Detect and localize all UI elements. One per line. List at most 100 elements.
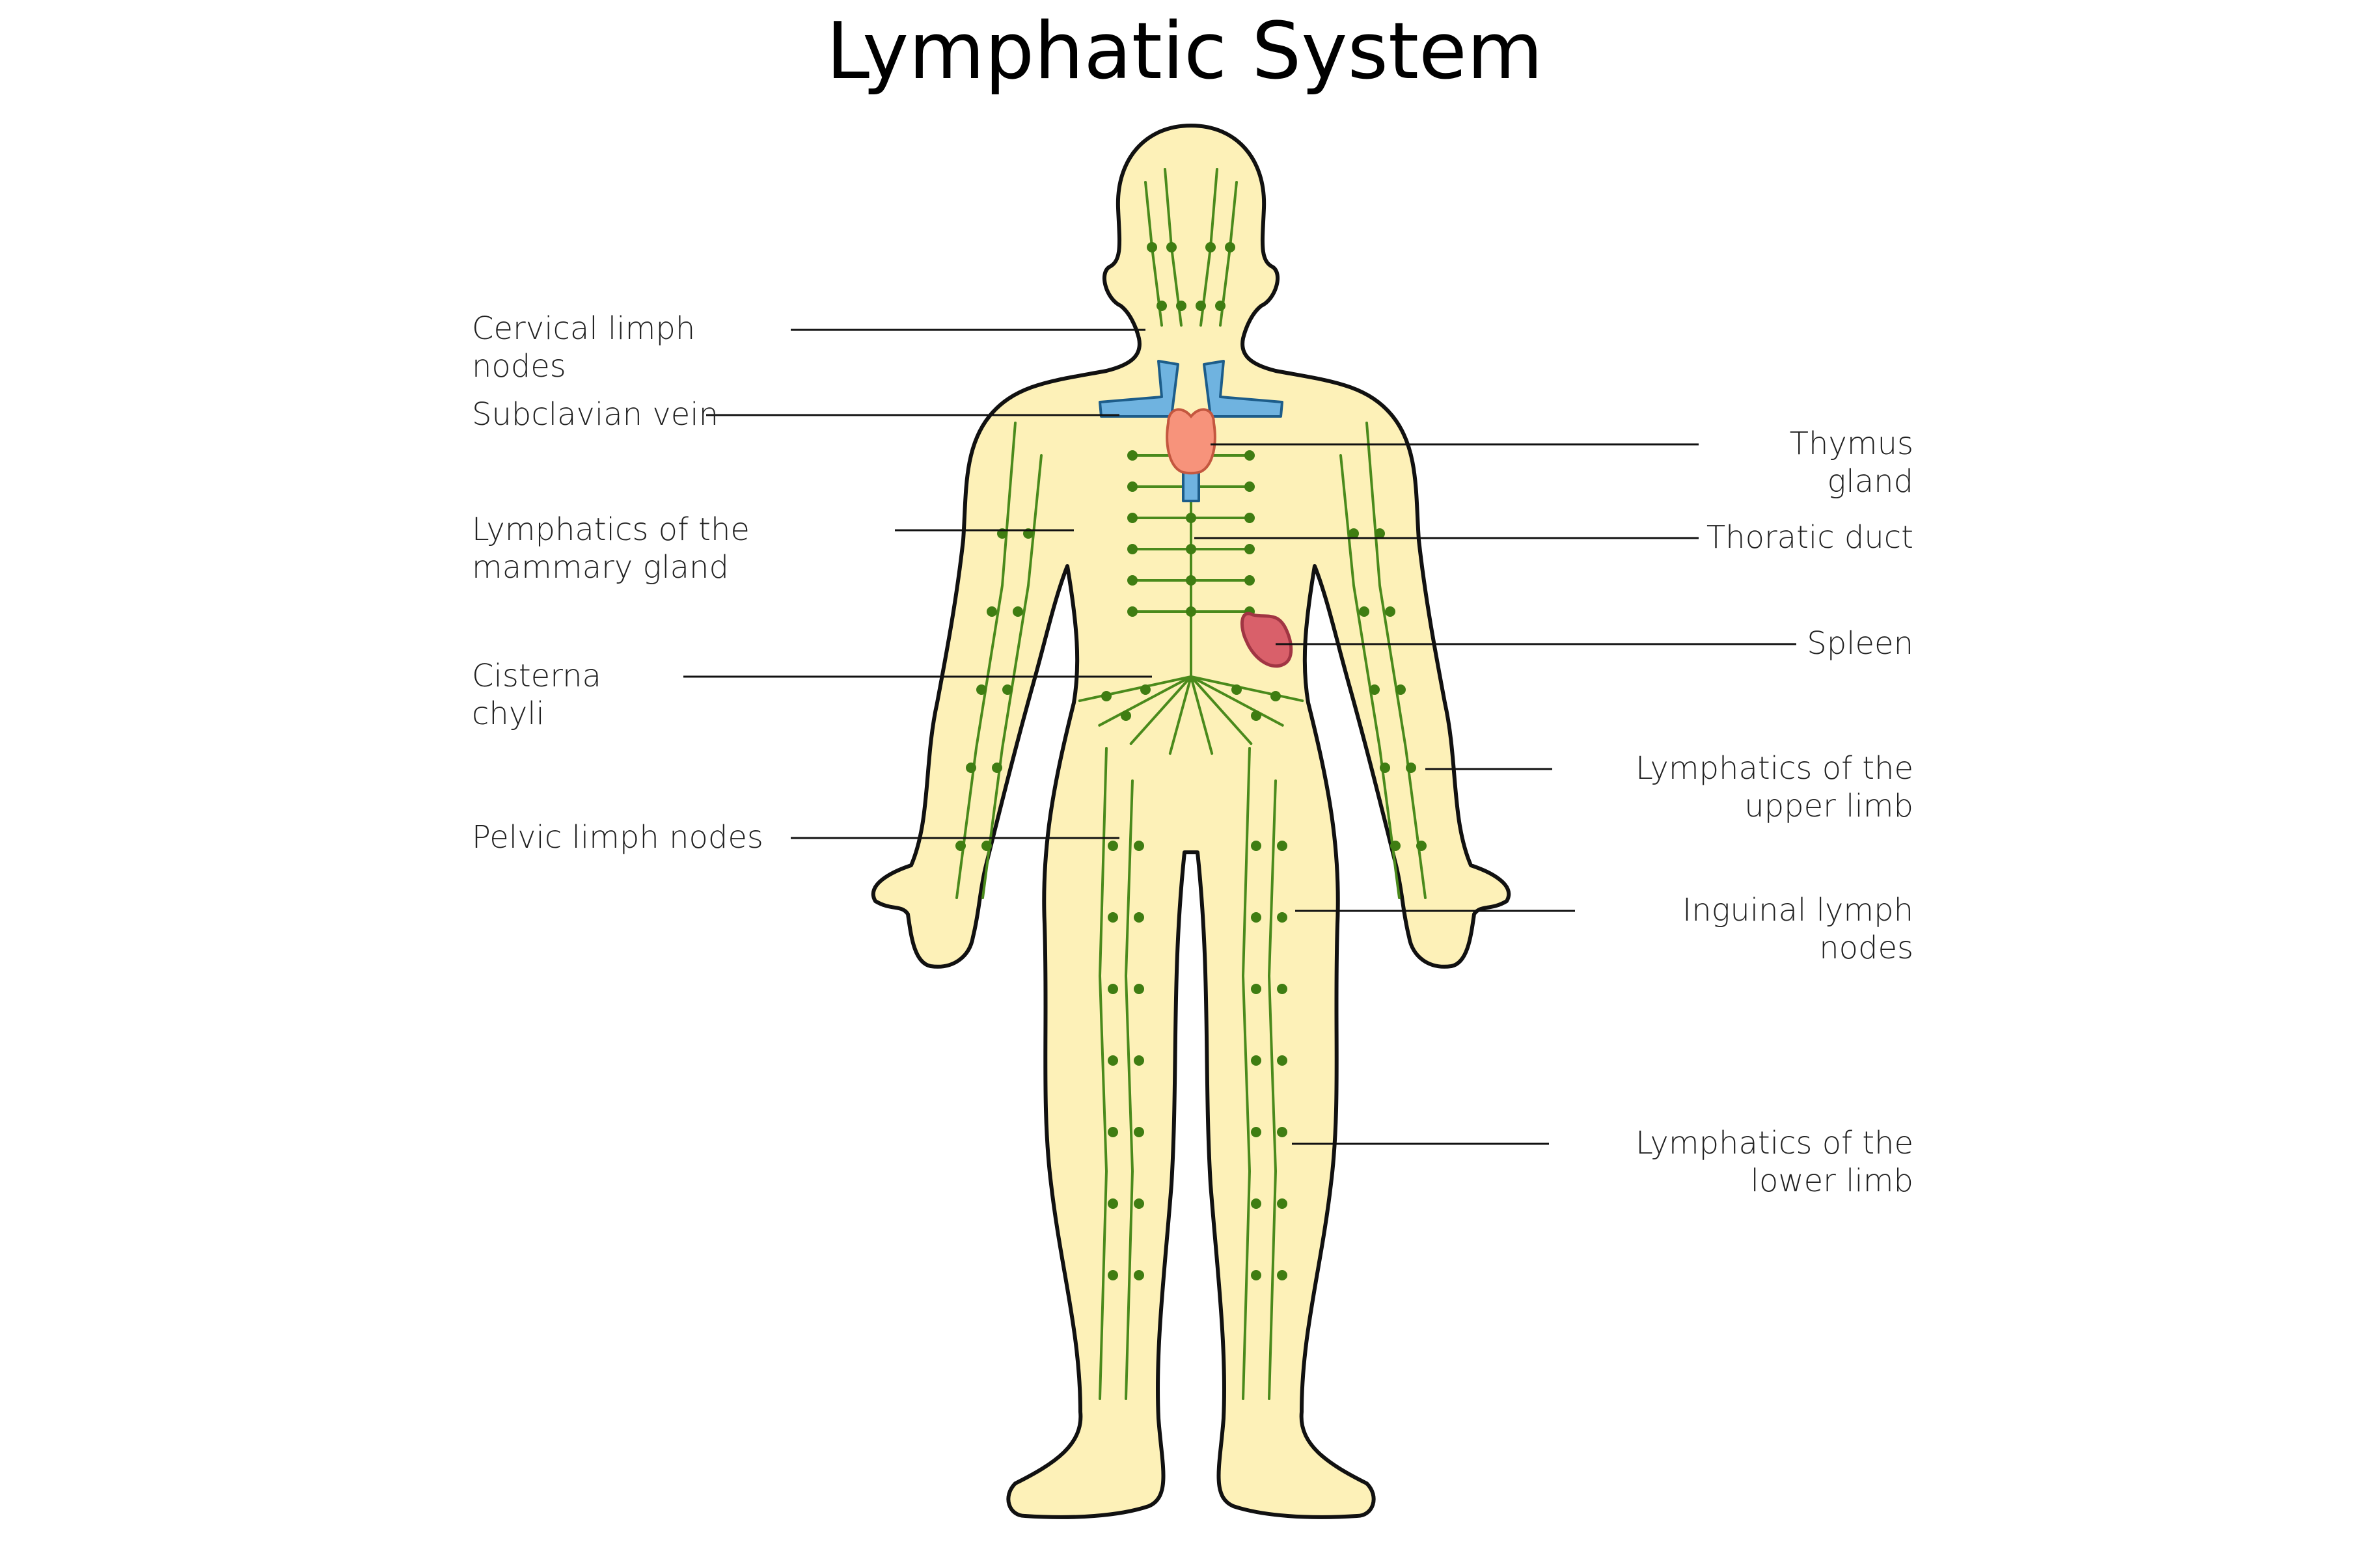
- lymph-node: [1127, 481, 1138, 492]
- lymph-node: [1251, 1270, 1261, 1280]
- lymph-vessel: [1190, 675, 1253, 746]
- lymph-node: [1277, 912, 1287, 923]
- lymph-node: [1277, 841, 1287, 851]
- lymph-node: [987, 606, 997, 617]
- label-inguinal-lymph-nodes: Inguinal lymph nodes: [1682, 892, 1913, 966]
- lymph-node: [1375, 528, 1385, 539]
- label-cervical-lymph-nodes: Cervical limph nodes: [472, 310, 696, 385]
- lymph-vessel: [1190, 675, 1214, 755]
- lymph-node: [1134, 1055, 1144, 1066]
- lymph-vessel: [1190, 675, 1284, 727]
- leader-lines: [683, 329, 1796, 1145]
- lymph-node: [1251, 841, 1261, 851]
- label-pelvic-limph-nodes: Pelvic limph nodes: [472, 819, 763, 856]
- lymph-node: [1108, 1055, 1118, 1066]
- lymph-vessel: [1078, 675, 1192, 703]
- lymph-node: [1013, 606, 1023, 617]
- lymph-vessel: [1098, 747, 1108, 1400]
- lymph-node: [1108, 1127, 1118, 1137]
- lymph-node: [1251, 1127, 1261, 1137]
- lymph-node: [1134, 912, 1144, 923]
- lymph-node: [1244, 513, 1255, 523]
- lymph-node: [1176, 301, 1186, 311]
- label-subclavian-vein: Subclavian vein: [472, 396, 719, 433]
- lymph-node: [1002, 684, 1013, 695]
- lymph-node: [1127, 544, 1138, 554]
- lymph-vessel: [1267, 779, 1278, 1400]
- lymph-node: [1186, 513, 1196, 523]
- lymph-vessel: [1124, 779, 1134, 1400]
- label-thoratic-duct: Thoratic duct: [1706, 519, 1913, 556]
- lymph-node: [1140, 684, 1151, 695]
- lymph-node: [992, 763, 1002, 773]
- lymph-node: [1108, 912, 1118, 923]
- lymph-node: [1157, 301, 1167, 311]
- lymph-node: [1251, 1198, 1261, 1209]
- lymph-node: [1205, 242, 1216, 252]
- lymph-node: [1186, 575, 1196, 586]
- lymph-node: [976, 684, 987, 695]
- lymph-vessel: [1098, 675, 1192, 727]
- lymph-vessel: [1190, 675, 1304, 703]
- lymph-node: [1395, 684, 1406, 695]
- lymph-node: [1349, 528, 1359, 539]
- lymph-node: [1277, 1198, 1287, 1209]
- lymph-node: [1215, 301, 1226, 311]
- lymph-vessel: [1129, 675, 1192, 746]
- lymph-node: [1385, 606, 1395, 617]
- lymph-node: [1251, 912, 1261, 923]
- page-title: Lymphatic System: [826, 7, 1543, 97]
- body-outline: [871, 124, 1511, 1519]
- lymph-node: [1244, 544, 1255, 554]
- lymph-vessel: [1168, 675, 1192, 755]
- lymph-node: [966, 763, 976, 773]
- lymph-node: [981, 841, 992, 851]
- lymph-node: [1121, 710, 1131, 721]
- lymph-node: [1225, 242, 1235, 252]
- lymph-vessel: [1241, 747, 1252, 1400]
- lymph-node: [1186, 544, 1196, 554]
- lymph-node: [1406, 763, 1416, 773]
- lymph-node: [1416, 841, 1427, 851]
- lymph-node: [1166, 242, 1177, 252]
- lymph-node: [1127, 513, 1138, 523]
- lymph-node: [1101, 691, 1112, 701]
- lymph-node: [1390, 841, 1401, 851]
- lymph-node: [1277, 1270, 1287, 1280]
- label-lower-limb-lymphatics: Lymphatics of the lower limb: [1636, 1125, 1913, 1199]
- lymph-node: [1134, 841, 1144, 851]
- lymph-node: [1108, 841, 1118, 851]
- lymph-node: [1108, 984, 1118, 994]
- lymph-node: [1277, 984, 1287, 994]
- lymph-node: [1108, 1270, 1118, 1280]
- lymph-node: [1251, 710, 1261, 721]
- lymph-node: [1231, 684, 1242, 695]
- lymph-node: [1359, 606, 1369, 617]
- lymph-node: [1134, 1198, 1144, 1209]
- label-upper-limb-lymphatics: Lymphatics of the upper limb: [1636, 750, 1913, 824]
- lymph-node: [1270, 691, 1281, 701]
- lymph-node: [1380, 763, 1390, 773]
- lymph-node: [1251, 984, 1261, 994]
- lymph-vessel: [1339, 454, 1401, 899]
- lymph-node: [955, 841, 966, 851]
- label-cisterna-chyli: Cisterna chyli: [472, 658, 601, 732]
- label-mammary-lymphatics: Lymphatics of the mammary gland: [472, 511, 750, 586]
- lymph-vessel: [981, 454, 1043, 899]
- lymph-node: [1244, 481, 1255, 492]
- spleen-shape: [1240, 612, 1293, 668]
- lymph-node: [1277, 1127, 1287, 1137]
- lymph-node: [1127, 606, 1138, 617]
- lymph-node: [1244, 575, 1255, 586]
- label-spleen: Spleen: [1807, 625, 1913, 662]
- lymph-vessel: [1365, 422, 1427, 899]
- lymph-node: [1186, 606, 1196, 617]
- lymph-node: [1277, 1055, 1287, 1066]
- thymus-shape: [1166, 408, 1216, 475]
- lymph-node: [1244, 450, 1255, 461]
- lymph-node: [1134, 984, 1144, 994]
- lymph-node: [1134, 1270, 1144, 1280]
- lymph-node: [1251, 1055, 1261, 1066]
